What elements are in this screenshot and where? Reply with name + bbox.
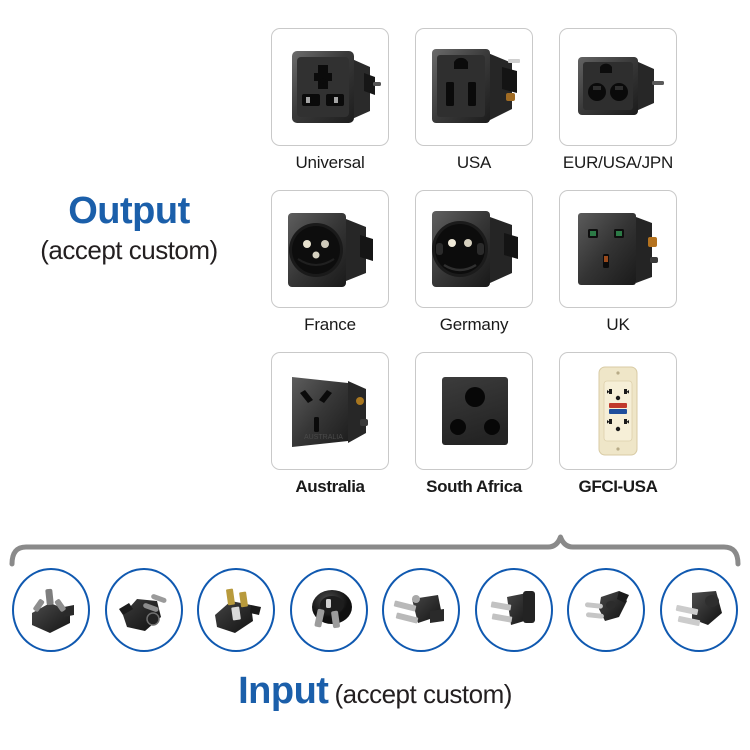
plug-china-icon — [32, 588, 74, 633]
plug-usa-2pin-icon — [490, 591, 535, 625]
svg-text:AUSTRALIA: AUSTRALIA — [304, 434, 343, 441]
socket-card[interactable] — [415, 190, 533, 308]
plug-chip-europlug[interactable] — [567, 568, 646, 652]
socket-france-icon — [288, 213, 373, 287]
socket-cell-france[interactable]: France — [265, 190, 395, 352]
plug-chip-china[interactable] — [12, 568, 90, 652]
output-title: Output — [68, 190, 190, 232]
socket-caption: South Africa — [426, 477, 522, 496]
plug-chip-schuko[interactable] — [104, 568, 183, 652]
output-label-block: Output (accept custom) — [0, 192, 258, 265]
socket-usa-icon — [432, 49, 520, 123]
socket-caption: UK — [606, 315, 630, 334]
input-brace-icon — [9, 534, 741, 567]
socket-caption: EUR/USA/JPN — [562, 153, 674, 172]
socket-cell-australia[interactable]: AUSTRALIA Australia — [265, 352, 395, 514]
socket-cell-uk[interactable]: UK — [553, 190, 683, 352]
socket-grid: Universal — [265, 28, 683, 514]
input-label-block: Input(accept custom) — [0, 670, 750, 713]
socket-caption: USA — [456, 153, 492, 172]
socket-cell-usa[interactable]: USA — [409, 28, 539, 190]
socket-card[interactable] — [559, 190, 677, 308]
plug-chip-us-angled[interactable] — [659, 568, 738, 652]
socket-caption: France — [304, 315, 356, 334]
socket-eur-usa-jpn-icon — [578, 57, 664, 115]
plug-usa-3pin-icon — [394, 595, 445, 624]
socket-cell-eur-usa-jpn[interactable]: EUR/USA/JPN — [553, 28, 683, 190]
plug-chip-usa-2pin[interactable] — [474, 568, 553, 652]
socket-caption: Germany — [439, 315, 509, 334]
socket-card[interactable]: AUSTRALIA — [271, 352, 389, 470]
output-subtitle: (accept custom) — [40, 235, 218, 265]
socket-gfci-usa-icon — [598, 366, 638, 456]
socket-cell-south-africa[interactable]: South Africa — [409, 352, 539, 514]
input-title: Input — [238, 670, 329, 712]
plug-row — [0, 568, 750, 654]
socket-card[interactable] — [559, 352, 677, 470]
plug-europlug-icon — [585, 591, 630, 621]
socket-cell-germany[interactable]: Germany — [409, 190, 539, 352]
socket-south-africa-icon — [442, 377, 508, 445]
plug-chip-australia[interactable] — [289, 568, 368, 652]
socket-germany-icon — [432, 211, 518, 287]
socket-uk-icon — [578, 213, 658, 285]
socket-cell-gfci-usa[interactable]: GFCI-USA — [553, 352, 683, 514]
socket-card[interactable] — [415, 28, 533, 146]
socket-caption: Universal — [295, 153, 365, 172]
input-subtitle: (accept custom) — [334, 679, 512, 709]
socket-cell-universal[interactable]: Universal — [265, 28, 395, 190]
plug-us-angled-icon — [675, 591, 722, 627]
plug-uk-icon — [215, 588, 262, 633]
socket-card[interactable] — [271, 28, 389, 146]
socket-caption: GFCI-USA — [578, 477, 658, 496]
socket-card[interactable] — [415, 352, 533, 470]
socket-universal-icon — [292, 51, 381, 123]
plug-australia-icon — [311, 590, 352, 629]
socket-card[interactable] — [271, 190, 389, 308]
plug-chip-uk[interactable] — [197, 568, 276, 652]
socket-card[interactable] — [559, 28, 677, 146]
socket-caption: Australia — [295, 477, 365, 496]
plug-schuko-icon — [118, 594, 167, 631]
socket-australia-icon: AUSTRALIA — [292, 377, 368, 447]
plug-chip-usa-3pin[interactable] — [382, 568, 461, 652]
